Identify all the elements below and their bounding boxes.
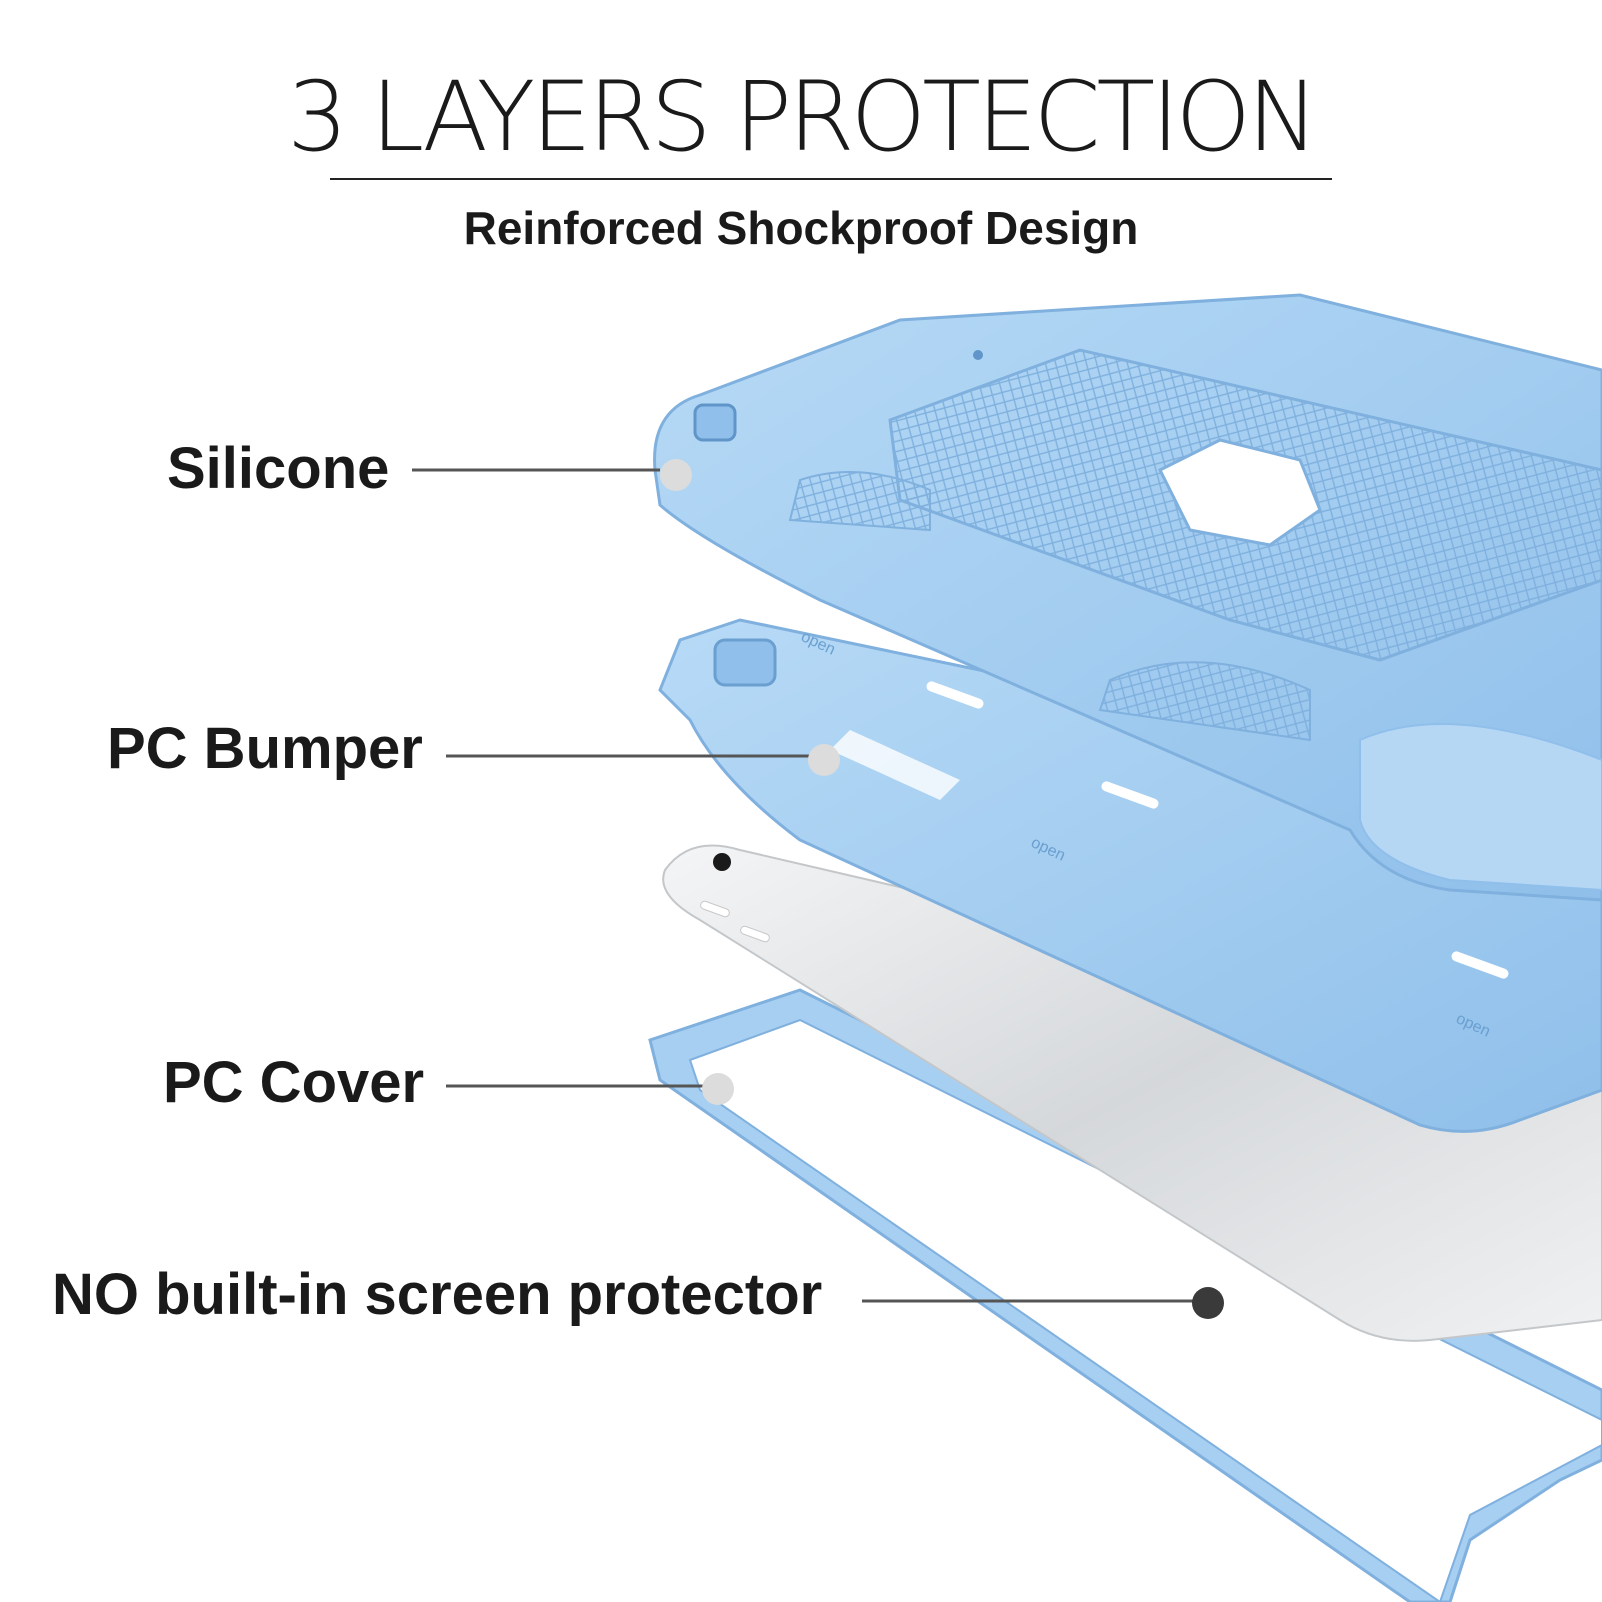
page-subtitle: Reinforced Shockproof Design — [463, 202, 1139, 254]
camera-icon — [713, 853, 731, 871]
callout-pc-cover — [446, 1073, 734, 1105]
callout-label-screen-protector: NO built-in screen protector — [52, 1262, 823, 1327]
silicone-layer — [653, 293, 1602, 902]
callout-label-pc-cover: PC Cover — [163, 1050, 425, 1115]
callout-screen-protector — [862, 1287, 1224, 1319]
page-title: 3 LAYERS PROTECTION — [287, 61, 1319, 173]
pc-cover-layer — [648, 988, 1602, 1602]
title-divider — [330, 178, 1332, 180]
callout-pc-bumper — [446, 744, 840, 776]
callout-label-pc-bumper: PC Bumper — [107, 716, 423, 781]
pc-bumper-layer: open open open — [658, 618, 1602, 1133]
callout-label-silicone: Silicone — [167, 436, 390, 501]
tablet-layer — [662, 844, 1602, 1342]
callout-silicone — [412, 459, 692, 491]
